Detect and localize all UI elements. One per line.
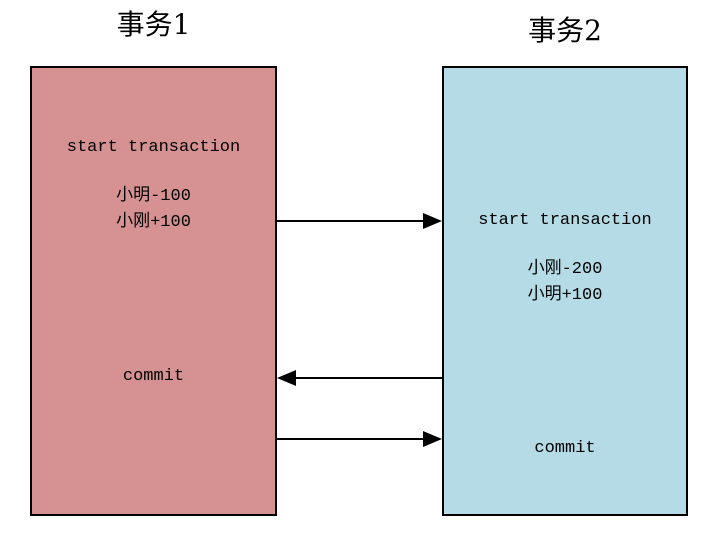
transaction1-commit-line: commit (122, 367, 185, 386)
transaction2-start-line: start transaction (478, 211, 652, 230)
arrow-tx1-to-tx2-start-icon (277, 213, 442, 229)
transaction2-commit-line: commit (534, 439, 596, 458)
transaction2-title: 事务2 (528, 14, 602, 47)
transaction1-box: start transaction 小明-100 小刚+100 commit (30, 66, 277, 516)
transaction1-operation-2: 小刚+100 (116, 213, 191, 232)
transaction1-title: 事务1 (116, 8, 191, 41)
transaction2-box: start transaction 小刚-200 小明+100 commit (442, 66, 688, 516)
transaction1-start-line: start transaction (66, 138, 241, 157)
arrow-tx1-to-tx2-after-commit-icon (277, 431, 442, 447)
transaction1-operation-1: 小明-100 (116, 187, 191, 206)
arrow-tx2-to-tx1-commit-icon (277, 370, 442, 386)
transaction2-operation-2: 小明+100 (527, 286, 603, 305)
transaction2-operation-1: 小刚-200 (527, 260, 603, 279)
